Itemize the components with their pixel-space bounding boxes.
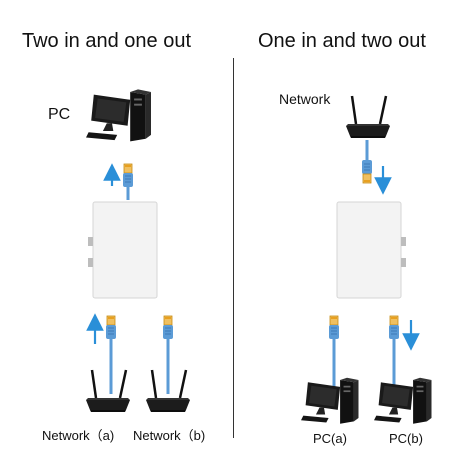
pc-b-label: PC(b): [389, 431, 423, 446]
network-b-label: Network（b): [133, 428, 206, 443]
section-divider: [233, 58, 234, 438]
computer-icon: [374, 377, 432, 424]
right-title: One in and two out: [258, 30, 426, 52]
network-a-label: Network（a): [42, 428, 115, 443]
ethernet-plug-icon: [105, 315, 117, 340]
pc-a-label: PC(a): [313, 431, 347, 446]
ethernet-plug-icon: [162, 315, 174, 340]
network-label: Network: [279, 91, 331, 107]
splitter-box-right: [336, 201, 406, 299]
splitter-box-left: [88, 201, 158, 299]
router-icon: [344, 94, 392, 140]
left-title: Two in and one out: [22, 30, 192, 52]
computer-icon: [301, 377, 359, 424]
router-icon: [84, 368, 132, 414]
ethernet-plug-icon: [361, 159, 373, 184]
ethernet-plug-icon: [122, 163, 134, 188]
ethernet-plug-icon: [328, 315, 340, 340]
pc-label: PC: [48, 106, 71, 123]
ethernet-plug-icon: [388, 315, 400, 340]
computer-icon: [86, 89, 151, 142]
